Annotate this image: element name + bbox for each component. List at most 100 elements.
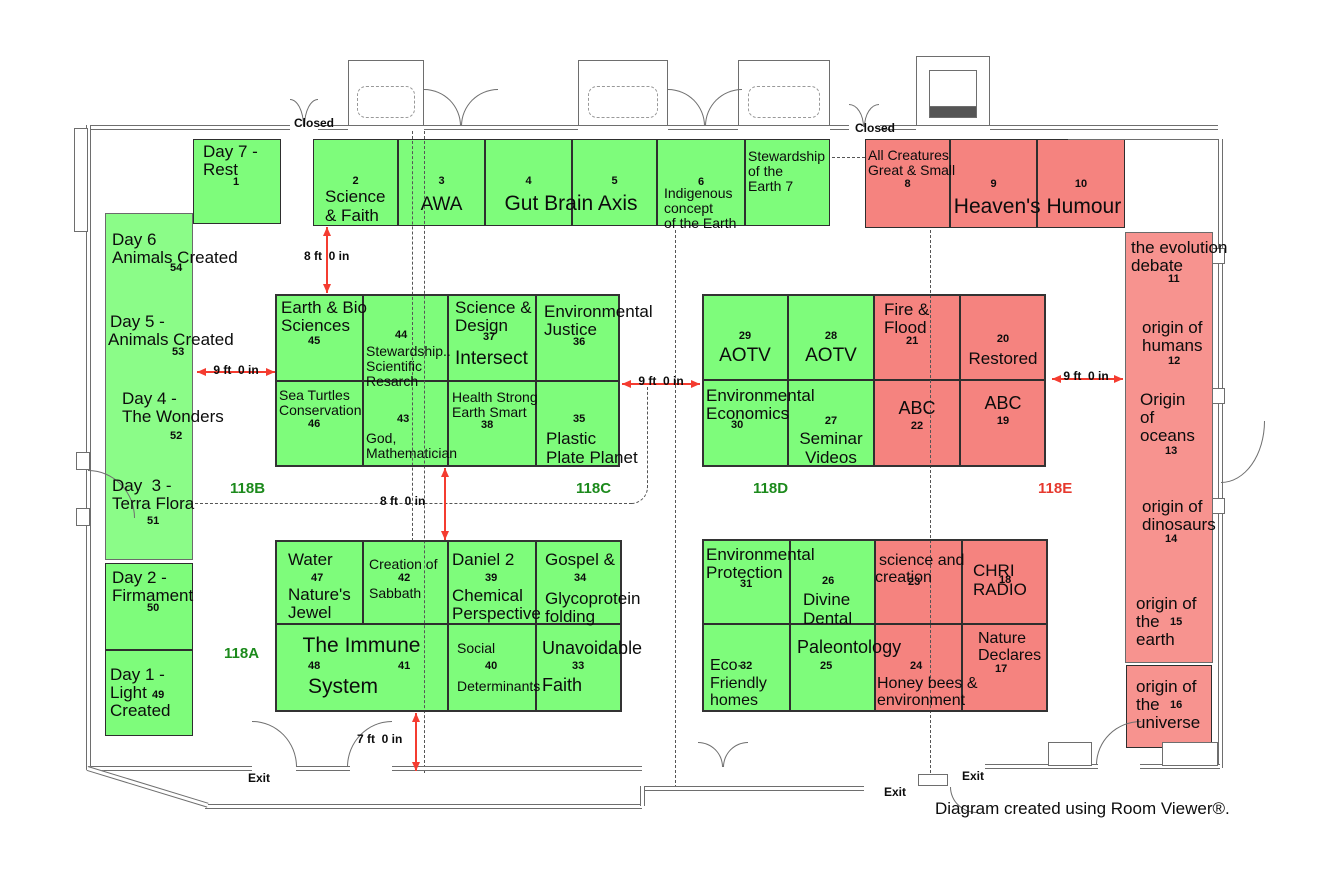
booth-3-number: 3: [438, 175, 445, 187]
dimension-arrow: [197, 371, 275, 373]
dashed-line: [930, 230, 931, 773]
booth-38-number: 38: [481, 419, 494, 431]
wall: [318, 125, 348, 130]
booth-2-number: 2: [352, 175, 359, 187]
dimension-arrowhead: [197, 368, 206, 376]
booth-39-label: Chemical: [452, 586, 523, 605]
booth-24-label: environment: [877, 692, 966, 709]
wall-feature: [76, 452, 90, 470]
booth-8-label: All Creatures: [868, 147, 949, 163]
wall: [990, 125, 1218, 130]
booth-51-number: 51: [147, 515, 160, 527]
booth-40: [448, 624, 536, 712]
booth-45-label: Earth & Bio: [281, 298, 367, 317]
booth-14-number: 14: [1165, 533, 1178, 545]
booth-29: [702, 294, 788, 380]
booth-1-label: Day 7 -: [203, 142, 258, 161]
booth-15-label: earth: [1136, 630, 1175, 649]
booth-7-label: Earth 7: [748, 178, 794, 194]
booth-11-label: debate: [1131, 256, 1183, 275]
dashed-line: [675, 230, 676, 788]
wall: [985, 764, 1098, 769]
booth-37-label: Science &: [455, 298, 532, 317]
booth-8: [865, 139, 950, 228]
dimension-arrowhead: [691, 380, 700, 388]
booth-47-label: Water: [288, 550, 333, 569]
booth-50-label: Day 2 -: [112, 568, 167, 587]
door-swing-arc: [668, 89, 705, 126]
booth-47-label: Nature's: [288, 585, 351, 604]
booth-50-label: Firmament: [112, 586, 194, 605]
booth-7: [745, 139, 830, 226]
booth-20-label: Restored: [968, 349, 1038, 368]
booth-43-label: Mathematician: [366, 445, 458, 461]
booth-31-label: Protection: [706, 563, 783, 582]
wall: [880, 125, 916, 130]
room-label-118c: 118C: [576, 480, 612, 497]
footer-credit: Diagram created using Room Viewer®.: [935, 799, 1230, 818]
booth-4-5-label: Gut Brain Axis: [504, 192, 638, 215]
dimension-arrow: [622, 383, 700, 385]
booth-46: [275, 381, 363, 467]
exit-label: Exit: [248, 771, 271, 785]
booth-2: [313, 139, 398, 226]
booth-39: [448, 540, 536, 624]
wall: [642, 786, 864, 791]
booth-54-label: Day 6: [112, 230, 157, 249]
booth-50: [105, 563, 193, 650]
room-label-118b: 118B: [230, 480, 266, 497]
booth-13-number: 13: [1165, 445, 1178, 457]
booth-21-number: 21: [906, 335, 919, 347]
exit-label: Exit: [884, 785, 907, 799]
dimension-arrowhead: [622, 380, 631, 388]
booth-10-number: 10: [1074, 178, 1088, 190]
booth-origins-strip: [1125, 232, 1213, 663]
booth-49: [105, 650, 193, 736]
booth-17-label: Nature: [978, 630, 1027, 647]
booth-5-number: 5: [611, 175, 618, 187]
booth-25-label: Paleontology: [797, 637, 902, 657]
booth-28-number: 28: [824, 330, 838, 342]
booth-29-number: 29: [738, 330, 752, 342]
room-label-118d: 118D: [753, 480, 789, 497]
booth-6-label: concept: [664, 200, 714, 216]
booth-27: [788, 380, 874, 467]
wall-feature: [74, 128, 88, 232]
wall-feature: [918, 774, 948, 786]
booth-32-label: Friendly: [710, 675, 767, 692]
wall: [392, 766, 642, 771]
booth-40-number: 40: [485, 660, 498, 672]
closed-door-label: Closed: [294, 116, 335, 130]
booth-5: [572, 139, 657, 226]
booth-46-label: Sea Turtles: [279, 387, 350, 403]
booth-22: [874, 380, 960, 467]
booth-4: [485, 139, 572, 226]
booth-30-label: Environmental: [706, 386, 815, 405]
booth-26: [790, 539, 875, 624]
dimension-arrowhead: [266, 368, 275, 376]
booth-3-label: AWA: [420, 194, 463, 215]
booth-44-label: Stewardship..: [366, 343, 451, 359]
booth-49-number: 49: [152, 689, 165, 701]
booth-20-number: 20: [996, 333, 1010, 345]
wall-feature: [929, 70, 977, 108]
dim-label: 7 ft 0 in: [357, 732, 403, 746]
booth-54-label: Animals Created: [112, 248, 238, 267]
booth-31: [702, 539, 790, 624]
door-swing-arc: [705, 89, 742, 126]
booth-31-number: 31: [740, 578, 753, 590]
booth-46-label: Conservation: [279, 402, 362, 418]
booth-47-label: Jewel: [288, 603, 332, 622]
dimension-arrowhead: [412, 762, 420, 771]
dimension-arrow: [326, 227, 328, 293]
booth-4-number: 4: [525, 175, 532, 187]
booth-47-number: 47: [311, 572, 324, 584]
booth-21-label: Flood: [884, 318, 927, 337]
booth-42-label: Sabbath: [369, 585, 422, 601]
booth-25: [790, 624, 875, 712]
booth-39-label: Daniel 2: [452, 550, 515, 569]
booth-32-label: Eco-: [710, 657, 743, 674]
booth-52-label: Day 4 -: [122, 389, 177, 408]
booth-45-label: Sciences: [281, 316, 350, 335]
